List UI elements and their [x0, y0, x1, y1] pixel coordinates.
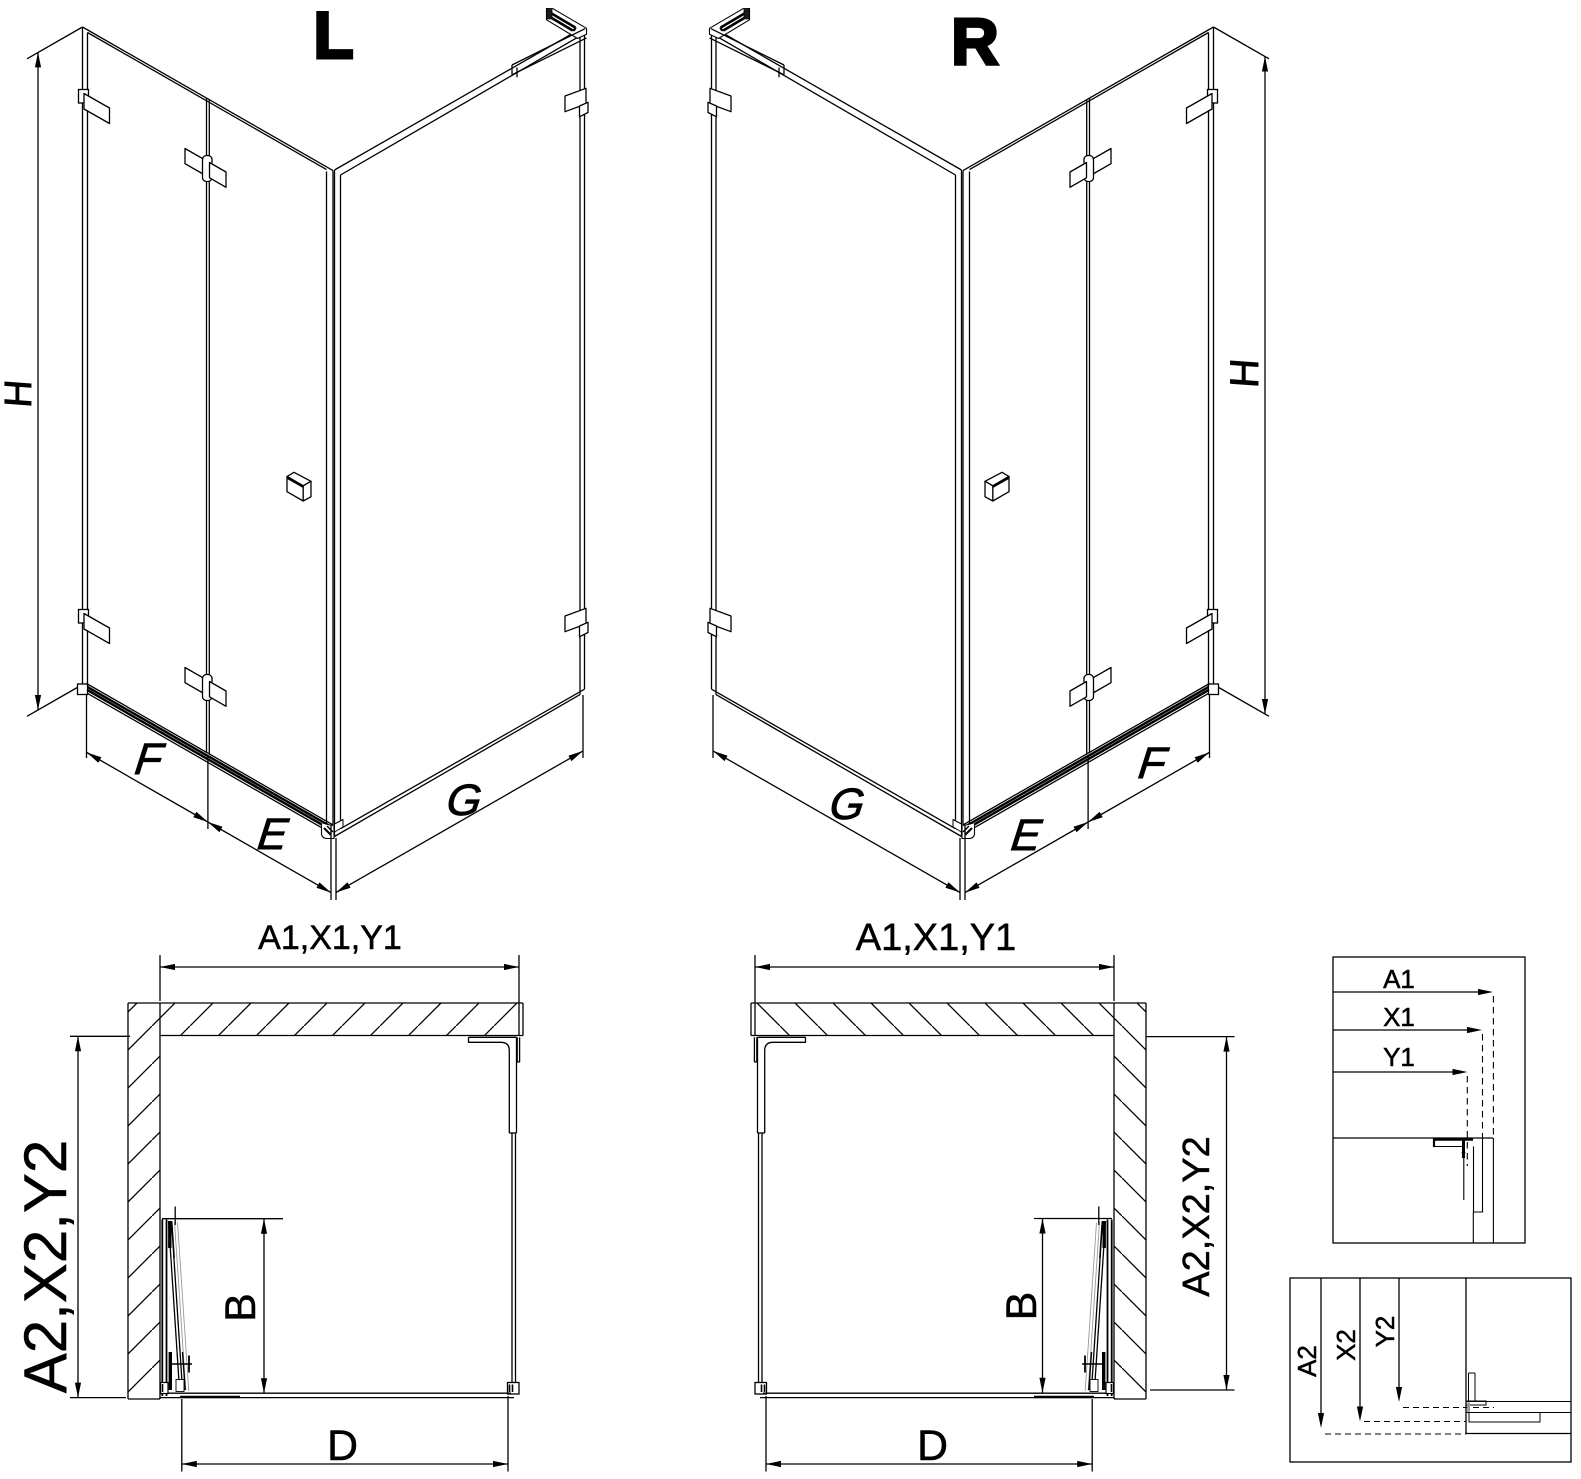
svg-text:D: D	[917, 1422, 948, 1470]
svg-text:X2: X2	[1331, 1329, 1361, 1361]
svg-text:A1,X1,Y1: A1,X1,Y1	[856, 917, 1017, 959]
svg-text:A2,X2,Y2: A2,X2,Y2	[12, 1140, 79, 1394]
svg-text:B: B	[998, 1292, 1046, 1321]
svg-text:G: G	[827, 780, 867, 829]
svg-text:B: B	[217, 1293, 265, 1322]
svg-text:D: D	[327, 1422, 358, 1470]
svg-text:X1: X1	[1383, 1002, 1415, 1032]
svg-text:G: G	[444, 776, 484, 825]
svg-text:A1,X1,Y1: A1,X1,Y1	[258, 919, 402, 957]
svg-text:E: E	[255, 810, 291, 859]
svg-text:H: H	[1222, 355, 1267, 390]
svg-text:R: R	[951, 4, 999, 78]
svg-text:Y2: Y2	[1370, 1316, 1400, 1348]
svg-text:L: L	[313, 0, 353, 72]
svg-text:A1: A1	[1383, 964, 1415, 994]
svg-text:H: H	[0, 377, 40, 410]
svg-text:A2: A2	[1292, 1345, 1322, 1377]
svg-text:E: E	[1009, 811, 1045, 860]
svg-text:A2,X2,Y2: A2,X2,Y2	[1176, 1136, 1218, 1297]
svg-text:Y1: Y1	[1383, 1042, 1415, 1072]
